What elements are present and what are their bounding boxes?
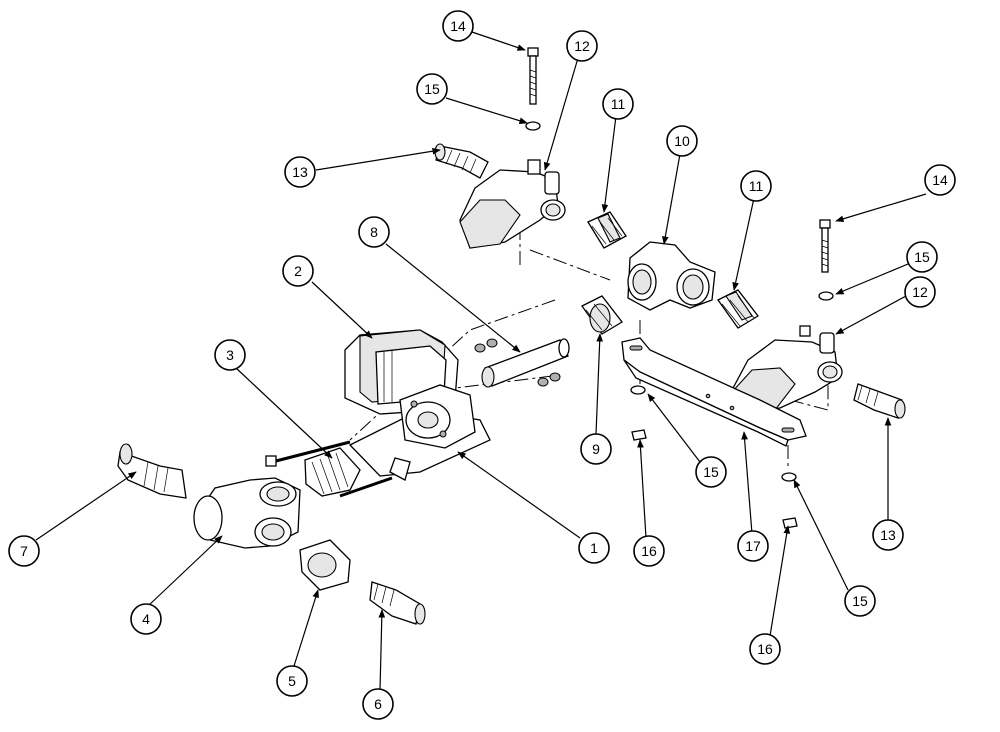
callout-12-lower: 12: [904, 276, 936, 308]
svg-text:10: 10: [674, 133, 690, 149]
svg-text:14: 14: [932, 172, 948, 188]
svg-text:1: 1: [590, 540, 598, 556]
part-15-washer-upper: [525, 121, 541, 131]
part-15-washer-right: [781, 472, 797, 482]
callout-4: 4: [130, 603, 162, 635]
callout-11-upper: 11: [602, 88, 634, 120]
part-16-nut-left: [631, 429, 647, 441]
svg-text:14: 14: [450, 18, 466, 34]
part-8-tube: [481, 338, 570, 388]
part-10-tee: [627, 241, 716, 311]
svg-text:5: 5: [288, 673, 296, 689]
svg-text:12: 12: [574, 38, 590, 54]
small-nuts: [474, 338, 561, 387]
part-11-nipple-upper: [587, 211, 627, 249]
callout-14-lower: 14: [924, 164, 956, 196]
svg-text:15: 15: [914, 249, 930, 265]
callout-17: 17: [737, 530, 769, 562]
svg-text:17: 17: [745, 538, 761, 554]
part-14-bolt-lower: [819, 219, 831, 273]
svg-text:2: 2: [294, 263, 302, 279]
callout-9: 9: [580, 433, 612, 465]
part-13-barb-upper: [434, 143, 489, 179]
svg-text:15: 15: [703, 464, 719, 480]
svg-text:15: 15: [424, 81, 440, 97]
part-5-bushing: [299, 539, 351, 591]
callout-15-mid: 15: [906, 241, 938, 273]
callout-11-lower: 11: [740, 170, 772, 202]
svg-text:11: 11: [749, 178, 764, 194]
svg-text:7: 7: [20, 543, 28, 559]
callout-1: 1: [578, 532, 610, 564]
part-13-barb-lower: [853, 383, 906, 419]
callout-6: 6: [362, 688, 394, 720]
part-7-barb: [117, 443, 187, 499]
callout-16-left: 16: [633, 535, 665, 567]
part-14-bolt-upper: [527, 47, 539, 105]
callout-5: 5: [276, 665, 308, 697]
callout-12-upper: 12: [566, 30, 598, 62]
callout-10: 10: [666, 125, 698, 157]
svg-text:3: 3: [226, 347, 234, 363]
part-11-nipple-lower: [717, 289, 759, 329]
part-16-nut-right: [782, 517, 798, 529]
callout-7: 7: [8, 535, 40, 567]
svg-text:13: 13: [880, 527, 896, 543]
callout-13-upper: 13: [284, 156, 316, 188]
callout-14-upper: 14: [442, 10, 474, 42]
part-15-washer-left: [630, 385, 646, 395]
svg-text:11: 11: [611, 96, 626, 112]
callout-15-upper: 15: [416, 73, 448, 105]
svg-text:8: 8: [370, 224, 378, 240]
svg-text:13: 13: [292, 164, 308, 180]
part-9-nipple: [581, 295, 623, 335]
svg-text:16: 16: [757, 641, 773, 657]
callout-16-right: 16: [749, 633, 781, 665]
leader-lines: [35, 31, 927, 691]
part-6-barb: [369, 581, 426, 625]
part-3-fitting: [265, 440, 393, 498]
callout-3: 3: [214, 339, 246, 371]
callout-13-lower: 13: [872, 519, 904, 551]
part-17-bracket: [621, 337, 807, 447]
part-15-washer-mid: [818, 291, 834, 301]
callout-2: 2: [282, 255, 314, 287]
part-4-tee: [193, 477, 301, 549]
svg-text:9: 9: [592, 441, 600, 457]
callout-15-right: 15: [844, 585, 876, 617]
svg-text:16: 16: [641, 543, 657, 559]
svg-text:15: 15: [852, 593, 868, 609]
svg-text:4: 4: [142, 611, 150, 627]
callout-15-left: 15: [695, 456, 727, 488]
part-1-valve-block: [348, 384, 491, 481]
part-12-valve-upper: [459, 159, 566, 249]
svg-text:12: 12: [912, 284, 928, 300]
callout-8: 8: [358, 216, 390, 248]
svg-text:6: 6: [374, 696, 382, 712]
